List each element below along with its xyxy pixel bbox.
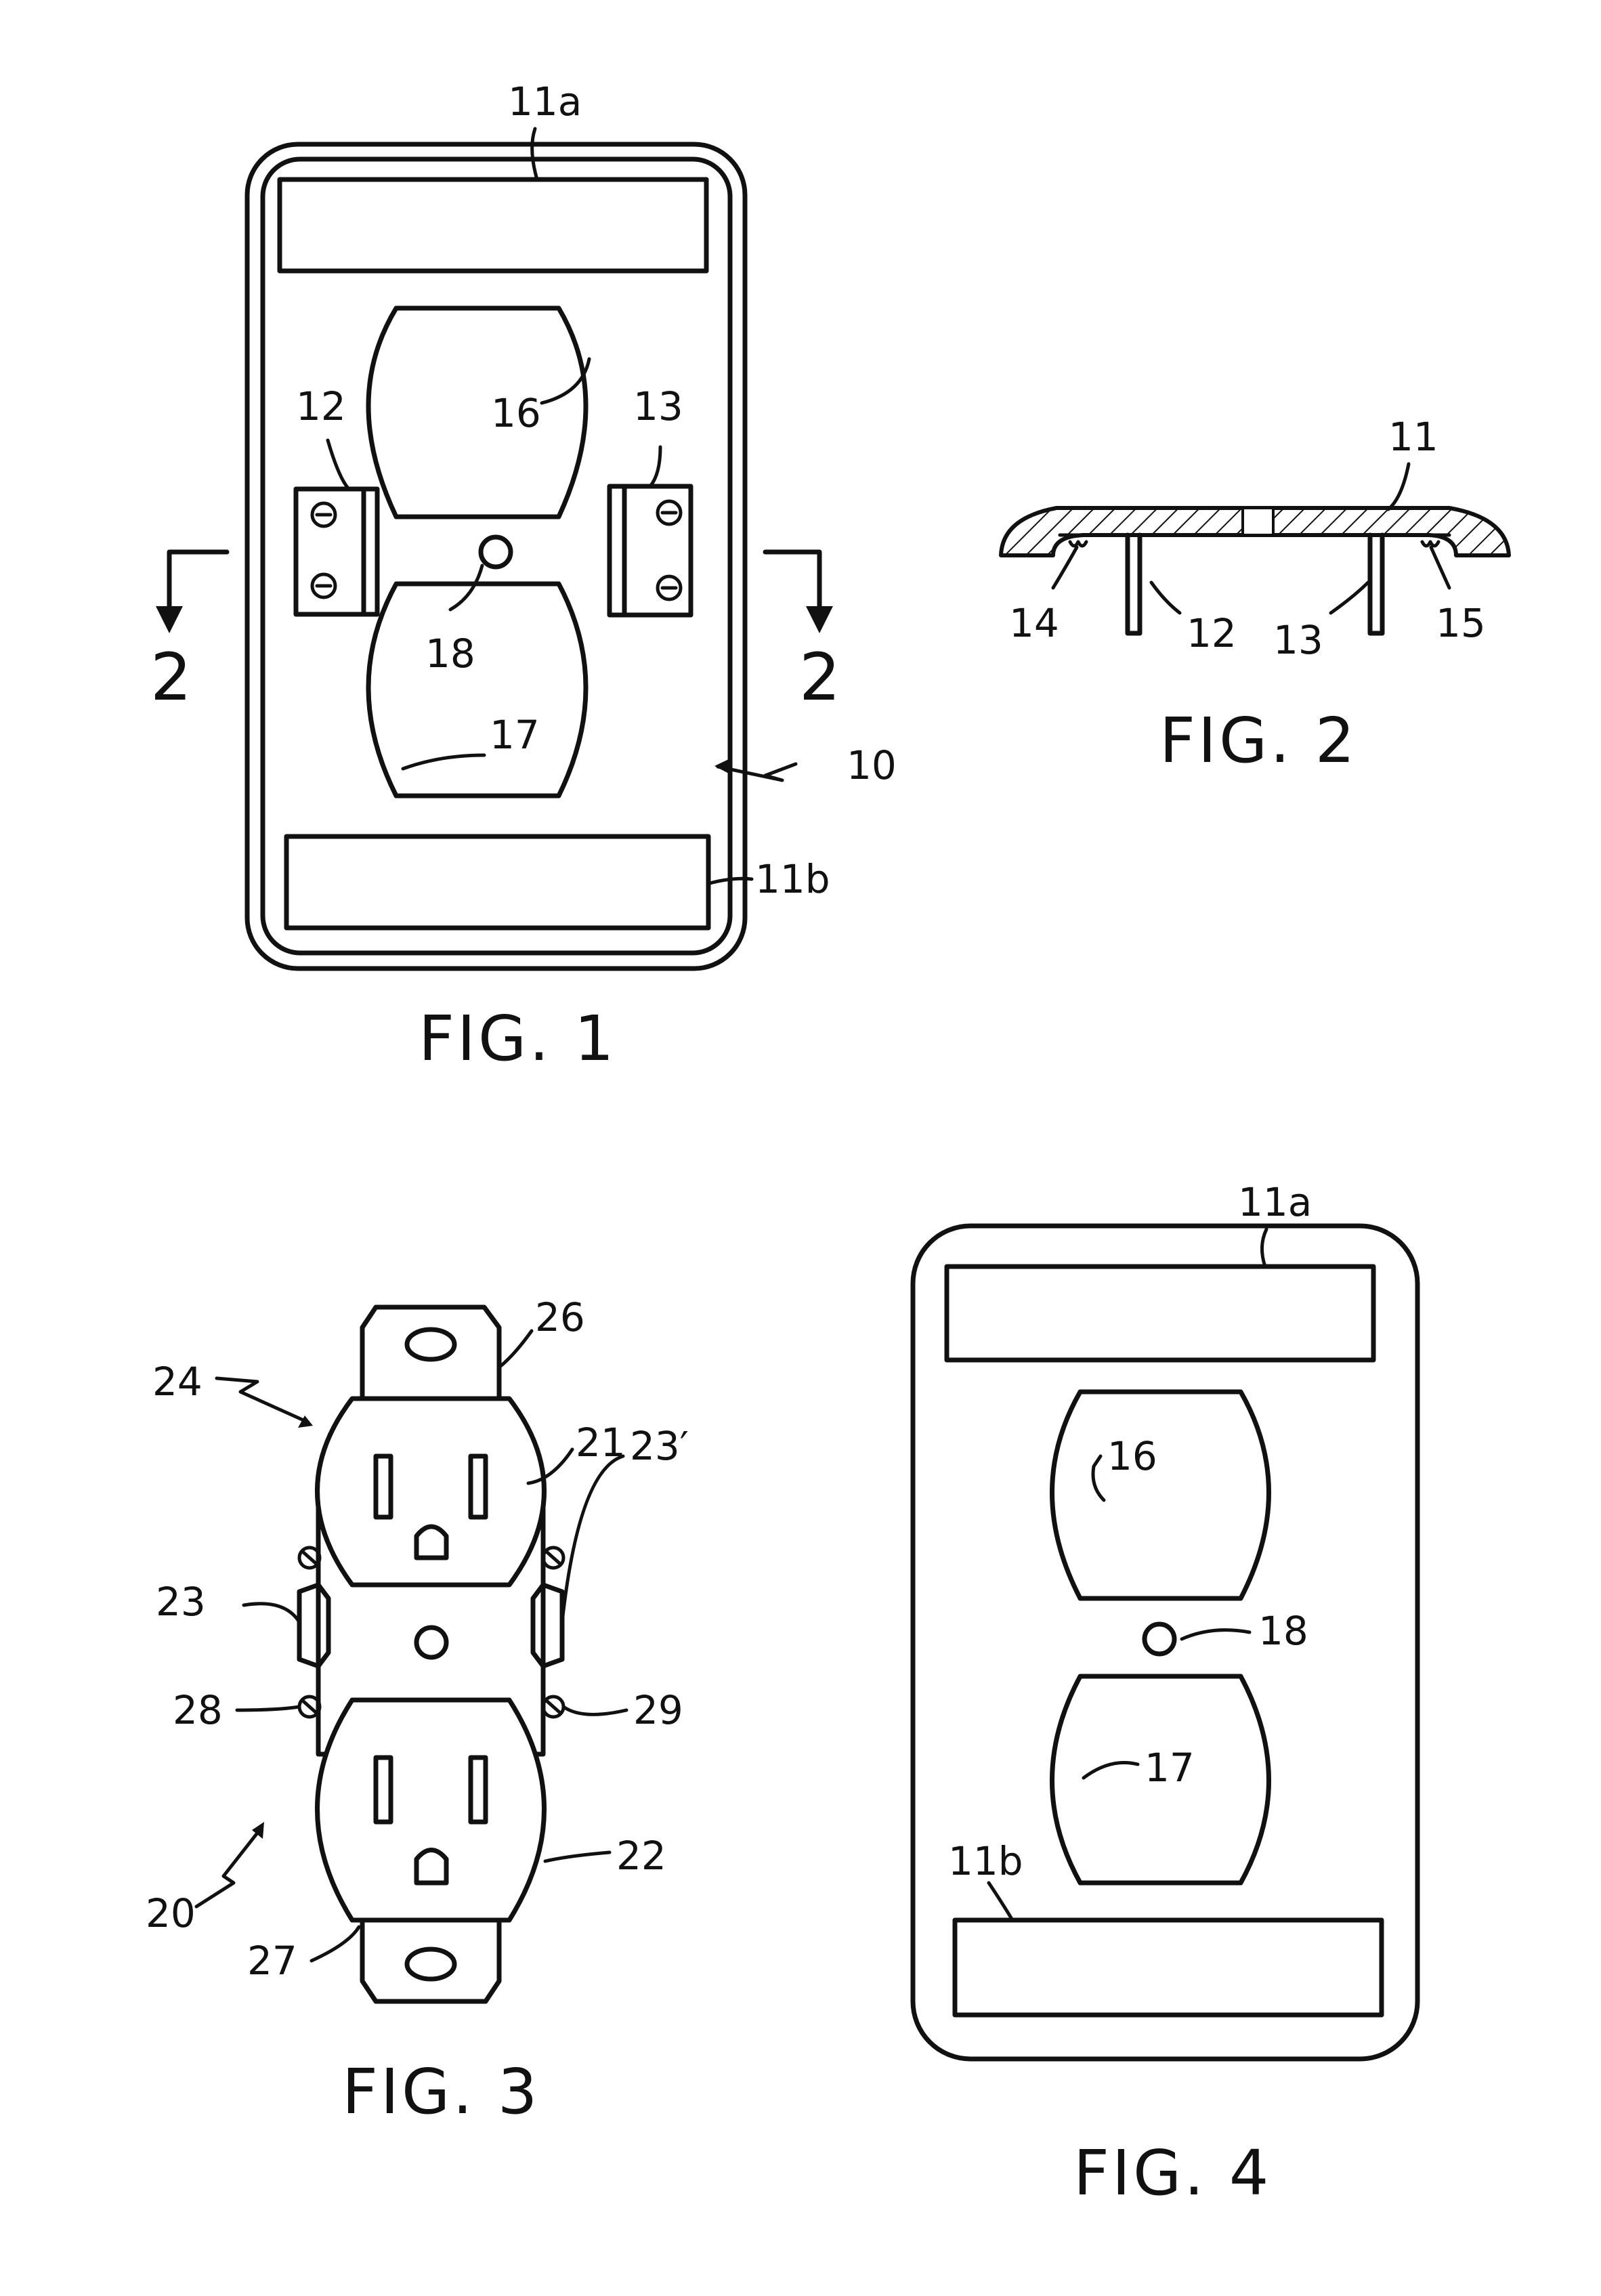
leader-27 [312, 1927, 359, 1961]
bracket-12-leg [1128, 535, 1140, 633]
mounting-ear-top [362, 1307, 499, 1402]
leader-22 [545, 1852, 610, 1861]
cover-plate-outer-edge [247, 144, 745, 969]
label-17: 17 [1145, 1745, 1195, 1791]
label-28: 28 [173, 1687, 223, 1733]
figure-4-caption: FIG. 4 [1073, 2137, 1271, 2209]
bracket-13-leg [1370, 535, 1382, 633]
label-11a: 11a [1238, 1179, 1312, 1225]
leader-15 [1431, 547, 1449, 588]
leader-11b [989, 1883, 1012, 1920]
cover-plate-inner-edge [263, 159, 730, 953]
label-20: 20 [146, 1890, 196, 1936]
upper-outlet-opening [368, 308, 586, 517]
section-marker-right: 2 [799, 639, 840, 715]
ear-slot-bottom [407, 1949, 454, 1979]
label-24: 24 [152, 1359, 202, 1405]
figure-1-caption: FIG. 1 [419, 1002, 616, 1075]
mounting-ear-bottom [362, 1918, 499, 2001]
label-12: 12 [296, 383, 346, 429]
label-strip-top [280, 179, 706, 271]
leader-14 [1053, 547, 1077, 588]
center-screw-hole [1145, 1624, 1174, 1654]
label-13: 13 [633, 383, 683, 429]
label-21: 21 [576, 1420, 626, 1466]
leader-11a [1262, 1229, 1266, 1267]
label-strip-top [947, 1267, 1373, 1360]
leader-18 [450, 566, 482, 610]
leader-20 [196, 1829, 261, 1907]
cover-plate-outline [913, 1226, 1417, 2059]
fastener-15-icon [1422, 542, 1438, 546]
center-hole-section [1243, 508, 1273, 535]
label-11b: 11b [948, 1838, 1023, 1884]
arrowhead-icon [806, 606, 833, 633]
leader-18 [1182, 1630, 1250, 1639]
leader-29 [563, 1707, 626, 1714]
leader-23 [244, 1604, 299, 1622]
leader-11 [1388, 464, 1409, 509]
leader-12 [1151, 582, 1180, 613]
figure-4: 11a 16 18 17 11b FIG. 4 [913, 1179, 1417, 2209]
section-arrow-left [169, 552, 227, 610]
label-10: 10 [847, 742, 897, 788]
bracket-12 [296, 489, 377, 614]
leader-12 [328, 440, 349, 489]
center-screw-hole [417, 1628, 446, 1657]
section-marker-left: 2 [150, 639, 192, 715]
label-23-prime: 23′ [630, 1423, 689, 1469]
bracket-13 [610, 486, 691, 615]
label-26: 26 [535, 1294, 585, 1340]
label-29: 29 [633, 1687, 683, 1733]
leader-16 [1093, 1456, 1104, 1500]
side-tab-23 [299, 1585, 328, 1666]
screw-slot [303, 1701, 316, 1712]
ear-slot-top [407, 1330, 454, 1359]
label-16: 16 [1107, 1433, 1157, 1479]
label-18: 18 [1258, 1608, 1308, 1654]
leader-11a [532, 129, 537, 179]
leader-23-prime [562, 1456, 623, 1622]
figure-3-caption: FIG. 3 [342, 2056, 540, 2128]
label-strip-bottom [286, 836, 708, 928]
label-17: 17 [490, 712, 540, 758]
figure-2: 11 14 12 13 15 FIG. 2 [1001, 414, 1509, 777]
lower-outlet-opening [368, 584, 586, 796]
leader-28 [237, 1707, 299, 1710]
label-strip-bottom [955, 1920, 1382, 2015]
screw-slot [547, 1552, 559, 1563]
figure-2-caption: FIG. 2 [1159, 704, 1357, 777]
leader-24 [217, 1378, 308, 1422]
arrowhead-icon [714, 759, 730, 773]
leader-17 [1084, 1763, 1138, 1779]
label-22: 22 [616, 1833, 666, 1879]
label-15: 15 [1436, 600, 1486, 646]
upper-outlet-opening [1052, 1392, 1269, 1598]
fastener-14-icon [1070, 542, 1086, 546]
screw-slot [303, 1552, 316, 1563]
label-11a: 11a [508, 79, 582, 125]
leader-17 [403, 755, 484, 769]
label-12: 12 [1187, 610, 1237, 656]
label-14: 14 [1009, 600, 1059, 646]
leader-13 [1331, 582, 1368, 613]
label-23: 23 [156, 1579, 206, 1625]
label-18: 18 [425, 631, 475, 677]
arrowhead-icon [156, 606, 183, 633]
side-tab-23-prime [533, 1585, 562, 1666]
figure-1: 11a 12 13 16 18 17 10 11b 2 2 FIG. 1 [150, 79, 897, 1075]
label-13: 13 [1273, 617, 1323, 663]
center-screw-hole [481, 537, 511, 567]
label-11: 11 [1388, 414, 1438, 460]
label-27: 27 [247, 1938, 297, 1984]
screw-slot [547, 1701, 559, 1712]
lower-receptacle-face [318, 1700, 545, 1920]
leader-26 [500, 1331, 532, 1367]
label-16: 16 [491, 390, 541, 436]
figure-3: 24 26 21 23 23′ 28 29 22 20 27 FIG. 3 [146, 1294, 689, 2128]
leader-13 [650, 447, 660, 486]
label-11b: 11b [755, 856, 830, 902]
section-arrow-right [765, 552, 819, 610]
